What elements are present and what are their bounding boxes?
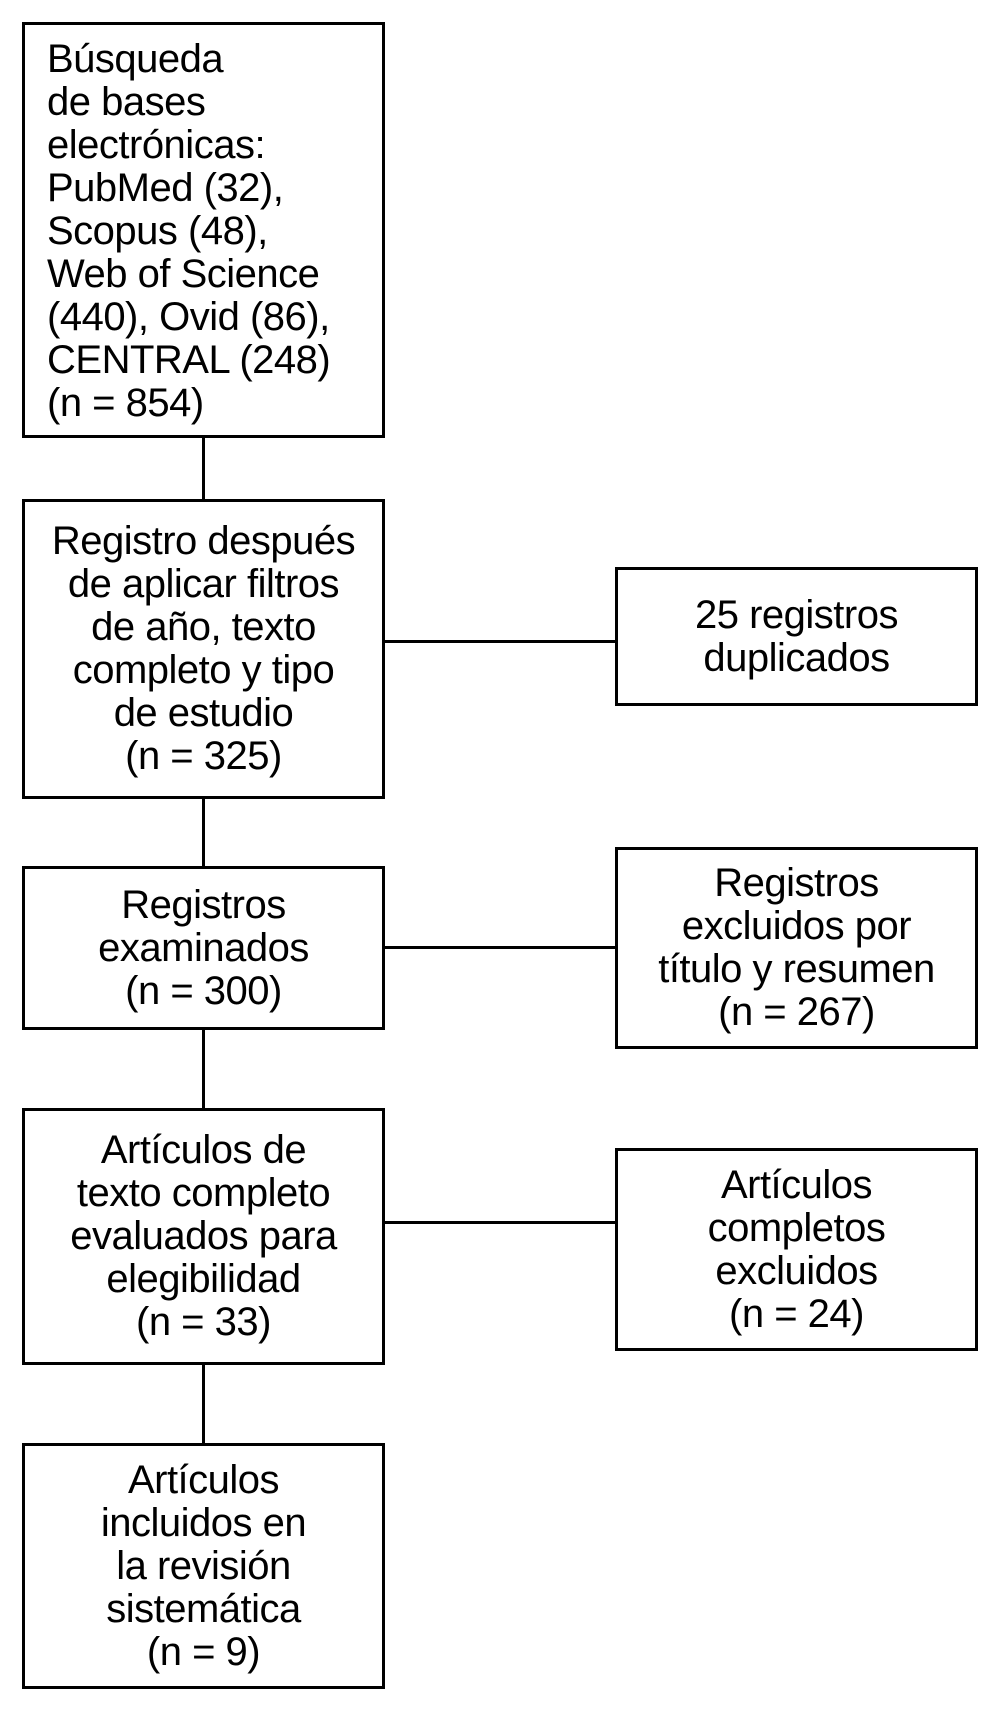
box-duplicates-removed-text: 25 registros duplicados — [695, 592, 898, 680]
connector-search-to-filters — [202, 436, 205, 501]
box-records-after-filters-text: Registro después de aplicar filtros de a… — [51, 519, 356, 778]
box-excluded-fulltext-text: Artículos completos excluidos (n = 24) — [707, 1162, 886, 1336]
box-database-search-text: Búsqueda de bases electrónicas: PubMed (… — [47, 37, 331, 425]
box-records-screened: Registros examinados (n = 300) — [22, 866, 385, 1030]
box-fulltext-assessed-text: Artículos de texto completo evaluados pa… — [70, 1128, 337, 1344]
box-excluded-fulltext: Artículos completos excluidos (n = 24) — [615, 1148, 978, 1351]
box-fulltext-assessed: Artículos de texto completo evaluados pa… — [22, 1108, 385, 1365]
connector-screened-to-fulltext — [202, 1028, 205, 1110]
connector-fulltext-to-included — [202, 1363, 205, 1445]
connector-filters-to-duplicates — [383, 640, 617, 643]
box-excluded-title-abstract-text: Registros excluidos por título y resumen… — [658, 861, 935, 1034]
box-duplicates-removed: 25 registros duplicados — [615, 567, 978, 706]
box-excluded-title-abstract: Registros excluidos por título y resumen… — [615, 847, 978, 1049]
box-database-search: Búsqueda de bases electrónicas: PubMed (… — [22, 22, 385, 438]
box-records-after-filters: Registro después de aplicar filtros de a… — [22, 499, 385, 799]
box-records-screened-text: Registros examinados (n = 300) — [98, 882, 309, 1013]
box-included-in-review: Artículos incluidos en la revisión siste… — [22, 1443, 385, 1689]
connector-filters-to-screened — [202, 797, 205, 868]
connector-screened-to-excluded-title-abstract — [383, 946, 617, 949]
connector-fulltext-to-excluded-fulltext — [383, 1221, 617, 1224]
box-included-in-review-text: Artículos incluidos en la revisión siste… — [100, 1457, 307, 1674]
